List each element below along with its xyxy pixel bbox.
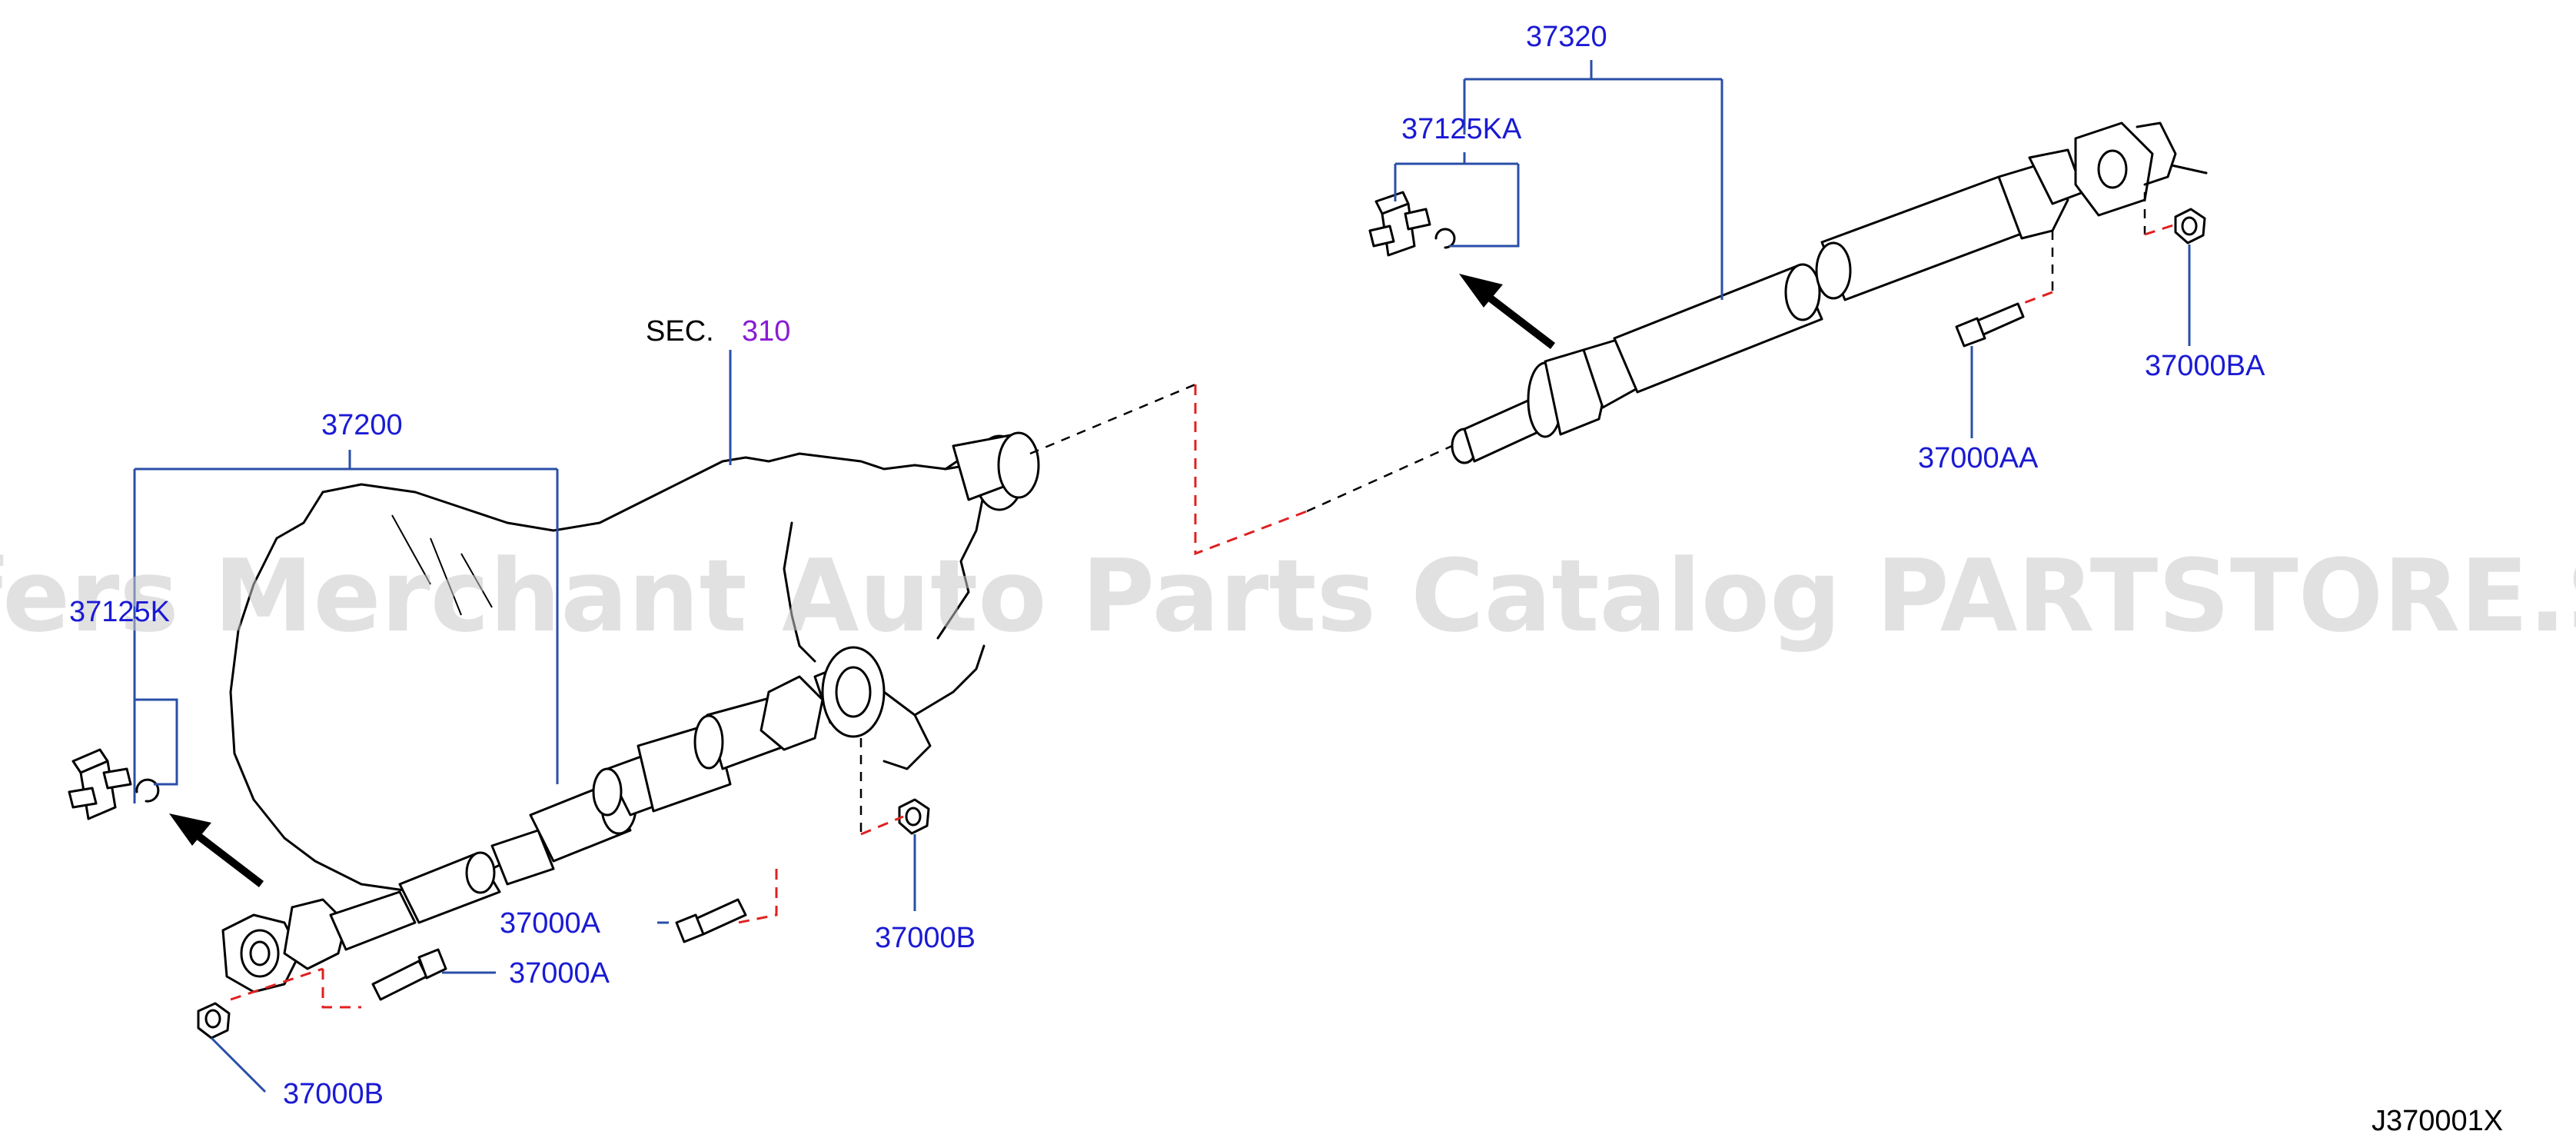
- center-dashed-connector: [1029, 383, 1461, 556]
- transmission-output-neck: [944, 431, 1040, 511]
- section-number-link[interactable]: 310: [742, 315, 790, 348]
- section-prefix-label: SEC.: [646, 315, 714, 348]
- label-spider-rear[interactable]: 37125KA: [1401, 113, 1522, 145]
- label-spider-front[interactable]: 37125K: [69, 596, 170, 628]
- front-propeller-shaft: [221, 646, 886, 993]
- label-nut-rear[interactable]: 37000BA: [2145, 350, 2265, 382]
- label-assembly-front[interactable]: 37200: [321, 409, 403, 441]
- label-assembly-rear[interactable]: 37320: [1526, 21, 1607, 53]
- label-bolt-front-lower[interactable]: 37000A: [509, 957, 610, 990]
- figure-code: J370001X: [2372, 1105, 2503, 1137]
- front-dashed-connectors: [230, 738, 904, 1009]
- label-nut-front-upper[interactable]: 37000B: [875, 922, 976, 954]
- front-direction-arrow: [169, 813, 264, 887]
- front-nut-upper: [898, 798, 930, 835]
- front-nut-lower: [197, 1002, 231, 1040]
- rear-nut: [2174, 208, 2206, 244]
- front-bolt-upper: [675, 898, 747, 943]
- rear-direction-arrow: [1459, 274, 1556, 349]
- front-bolt-lower: [371, 948, 447, 1001]
- rear-dashed-connectors: [2021, 192, 2176, 305]
- watermark-text: Offers Merchant Auto Parts Catalog PARTS…: [0, 537, 2576, 654]
- rear-bolt: [1955, 302, 2025, 348]
- rear-propeller-shaft: [1451, 121, 2208, 464]
- label-nut-front-lower[interactable]: 37000B: [283, 1078, 384, 1110]
- label-bolt-rear[interactable]: 37000AA: [1918, 442, 2039, 474]
- leader-lines: [133, 60, 2191, 1093]
- label-bolt-front-upper[interactable]: 37000A: [500, 907, 601, 940]
- rear-spider-kit: [1368, 191, 1456, 257]
- front-spider-kit: [68, 748, 160, 820]
